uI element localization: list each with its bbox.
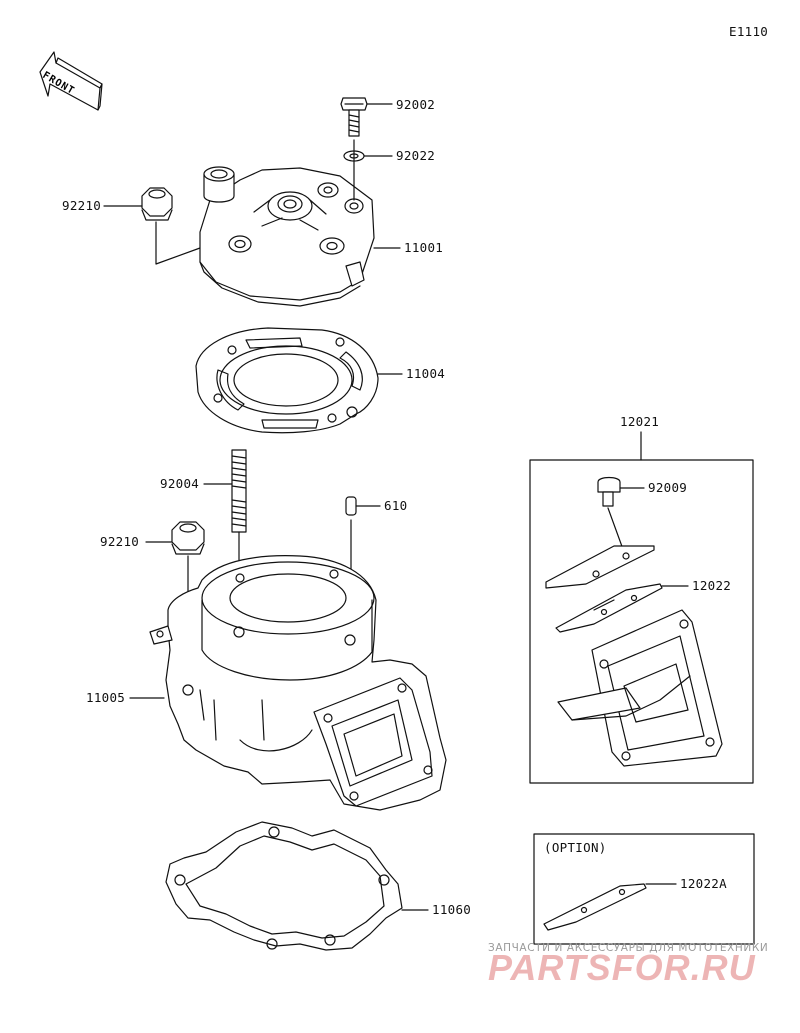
part-label-12021[interactable]: 12021 bbox=[620, 414, 660, 429]
reed-block bbox=[557, 609, 723, 767]
head-gasket-11004 bbox=[195, 327, 379, 434]
stud-92004 bbox=[231, 449, 247, 533]
part-label-92210-top[interactable]: 92210 bbox=[62, 198, 102, 213]
screw-92009 bbox=[597, 476, 621, 507]
watermark-tagline: ЗАПЧАСТИ И АКСЕССУАРЫ ДЛЯ МОТОТЕХНИКИ bbox=[488, 942, 769, 954]
part-label-12022[interactable]: 12022 bbox=[692, 578, 732, 593]
option-box bbox=[533, 833, 755, 945]
reed-valve-box bbox=[529, 431, 754, 784]
cylinder-11005 bbox=[149, 555, 447, 811]
diagram-code: E1110 bbox=[729, 24, 769, 39]
part-label-92004[interactable]: 92004 bbox=[160, 476, 200, 491]
part-label-610[interactable]: 610 bbox=[384, 498, 408, 513]
reed-plate-upper bbox=[545, 545, 655, 589]
watermark-brand: PARTSFOR.RU bbox=[488, 947, 756, 988]
part-label-92002[interactable]: 92002 bbox=[396, 97, 436, 112]
part-label-11004[interactable]: 11004 bbox=[406, 366, 446, 381]
reed-12022 bbox=[555, 583, 663, 633]
cylinder-head-11001 bbox=[199, 166, 375, 307]
bolt-92002 bbox=[340, 97, 368, 137]
nut-92210-cyl bbox=[171, 521, 205, 555]
part-label-92009[interactable]: 92009 bbox=[648, 480, 688, 495]
part-label-11001[interactable]: 11001 bbox=[404, 240, 444, 255]
base-gasket-11060 bbox=[165, 821, 403, 951]
front-arrow-icon bbox=[39, 51, 103, 111]
part-label-11060[interactable]: 11060 bbox=[432, 902, 472, 917]
part-label-92210-cyl[interactable]: 92210 bbox=[100, 534, 140, 549]
part-label-11005[interactable]: 11005 bbox=[86, 690, 126, 705]
pin-610 bbox=[345, 496, 357, 516]
nut-92210-top bbox=[141, 187, 173, 221]
option-label: (OPTION) bbox=[544, 840, 607, 855]
part-label-12022a[interactable]: 12022A bbox=[680, 876, 727, 891]
part-label-92022[interactable]: 92022 bbox=[396, 148, 436, 163]
